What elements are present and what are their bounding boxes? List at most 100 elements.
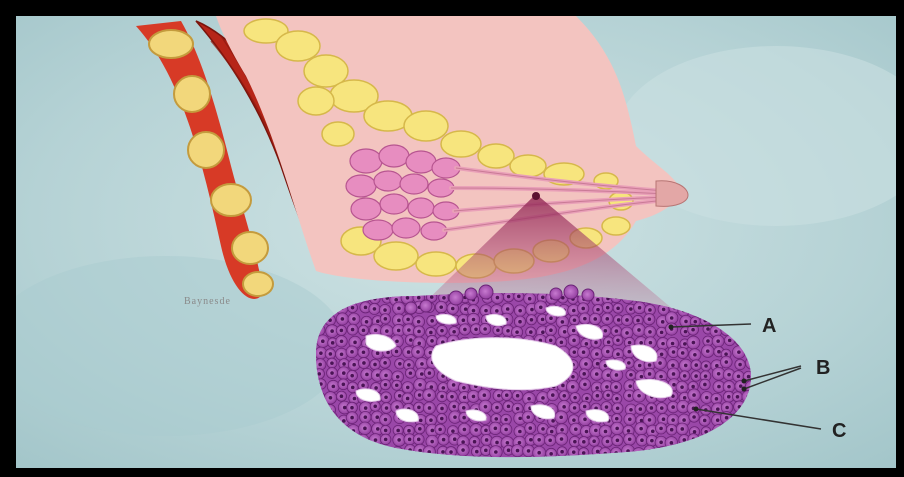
- cell-nucleus: [560, 428, 564, 432]
- cell-nucleus: [440, 417, 444, 421]
- label-b: B: [816, 357, 830, 379]
- cell-nucleus: [518, 309, 522, 313]
- cell-nucleus: [582, 372, 586, 376]
- cell-nucleus: [595, 386, 599, 390]
- cell-nucleus: [541, 295, 545, 299]
- cell-nucleus: [530, 308, 534, 312]
- cell-nucleus: [595, 372, 599, 376]
- cell-nucleus: [384, 429, 388, 433]
- cell-nucleus: [506, 329, 510, 333]
- cell-nucleus: [606, 306, 610, 310]
- cell-nucleus: [683, 396, 687, 400]
- cell-nucleus: [406, 318, 410, 322]
- cell-nucleus: [628, 418, 632, 422]
- cell-nucleus: [606, 393, 610, 397]
- cell-nucleus: [452, 405, 456, 409]
- cell-nucleus: [639, 427, 643, 431]
- cell-nucleus: [451, 307, 455, 311]
- cell-nucleus: [605, 317, 609, 321]
- cell-nucleus: [516, 407, 520, 411]
- cell-nucleus: [484, 429, 488, 433]
- cell-nucleus: [516, 449, 520, 453]
- cell-nucleus: [374, 328, 378, 332]
- cell-nucleus: [329, 352, 333, 356]
- cell-nucleus: [683, 342, 687, 346]
- cell-nucleus: [724, 360, 728, 364]
- cell-nucleus: [350, 374, 354, 378]
- cell-nucleus: [475, 450, 479, 454]
- cell-nucleus: [417, 330, 421, 334]
- cell-nucleus: [351, 306, 355, 310]
- cell-nucleus: [572, 339, 576, 343]
- cell-nucleus: [407, 328, 411, 332]
- cell-nucleus: [714, 329, 718, 333]
- cell-nucleus: [572, 309, 576, 313]
- cell-nucleus: [373, 363, 377, 367]
- cell-nucleus: [693, 353, 697, 357]
- cell-nucleus: [461, 448, 465, 452]
- cell-nucleus: [440, 395, 444, 399]
- cell-nucleus: [530, 318, 534, 322]
- breast-anatomy-diagram: Baynesde: [16, 16, 896, 468]
- cell-nucleus: [452, 383, 456, 387]
- cell-nucleus: [672, 350, 676, 354]
- cell-nucleus: [495, 309, 499, 313]
- cell-nucleus: [527, 397, 531, 401]
- cell-nucleus: [717, 372, 721, 376]
- cell-nucleus: [561, 384, 565, 388]
- cell-nucleus: [528, 297, 532, 301]
- cell-nucleus: [463, 396, 467, 400]
- cell-nucleus: [736, 395, 740, 399]
- cell-nucleus: [397, 329, 401, 333]
- cell-nucleus: [670, 441, 674, 445]
- cell-nucleus: [484, 309, 488, 313]
- cell-nucleus: [518, 441, 522, 445]
- cell-nucleus: [507, 448, 511, 452]
- cell-nucleus: [484, 405, 488, 409]
- cell-nucleus: [704, 364, 708, 368]
- cell-nucleus: [340, 340, 344, 344]
- cell-nucleus: [541, 318, 545, 322]
- cell-nucleus: [670, 428, 674, 432]
- cell-nucleus: [351, 386, 355, 390]
- cell-nucleus: [691, 385, 695, 389]
- cell-nucleus: [407, 363, 411, 367]
- cell-nucleus: [638, 364, 642, 368]
- label-c: C: [832, 420, 846, 442]
- cell-nucleus: [693, 430, 697, 434]
- cell-nucleus: [595, 352, 599, 356]
- cell-nucleus: [560, 341, 564, 345]
- cell-nucleus: [439, 305, 443, 309]
- cell-nucleus: [559, 415, 563, 419]
- cell-nucleus: [428, 371, 432, 375]
- cell-nucleus: [342, 371, 346, 375]
- cell-nucleus: [417, 296, 421, 300]
- cell-nucleus: [395, 350, 399, 354]
- cell-nucleus: [629, 373, 633, 377]
- cell-nucleus: [606, 373, 610, 377]
- cell-nucleus: [584, 362, 588, 366]
- cell-nucleus: [506, 441, 510, 445]
- cell-nucleus: [573, 406, 577, 410]
- cell-nucleus: [594, 341, 598, 345]
- cell-nucleus: [330, 371, 334, 375]
- cell-nucleus: [495, 406, 499, 410]
- cell-nucleus: [628, 394, 632, 398]
- cell-nucleus: [640, 438, 644, 442]
- cell-nucleus: [596, 394, 600, 398]
- cell-nucleus: [430, 385, 434, 389]
- cell-nucleus: [342, 419, 346, 423]
- cell-nucleus: [395, 405, 399, 409]
- cell-nucleus: [464, 307, 468, 311]
- cell-nucleus: [671, 405, 675, 409]
- cell-nucleus: [406, 397, 410, 401]
- cell-nucleus: [397, 307, 401, 311]
- cell-nucleus: [462, 406, 466, 410]
- cell-nucleus: [507, 405, 511, 409]
- cell-nucleus: [496, 328, 500, 332]
- cell-nucleus: [716, 339, 720, 343]
- cell-nucleus: [430, 295, 434, 299]
- cell-nucleus: [385, 406, 389, 410]
- cell-nucleus: [398, 394, 402, 398]
- cell-nucleus: [483, 393, 487, 397]
